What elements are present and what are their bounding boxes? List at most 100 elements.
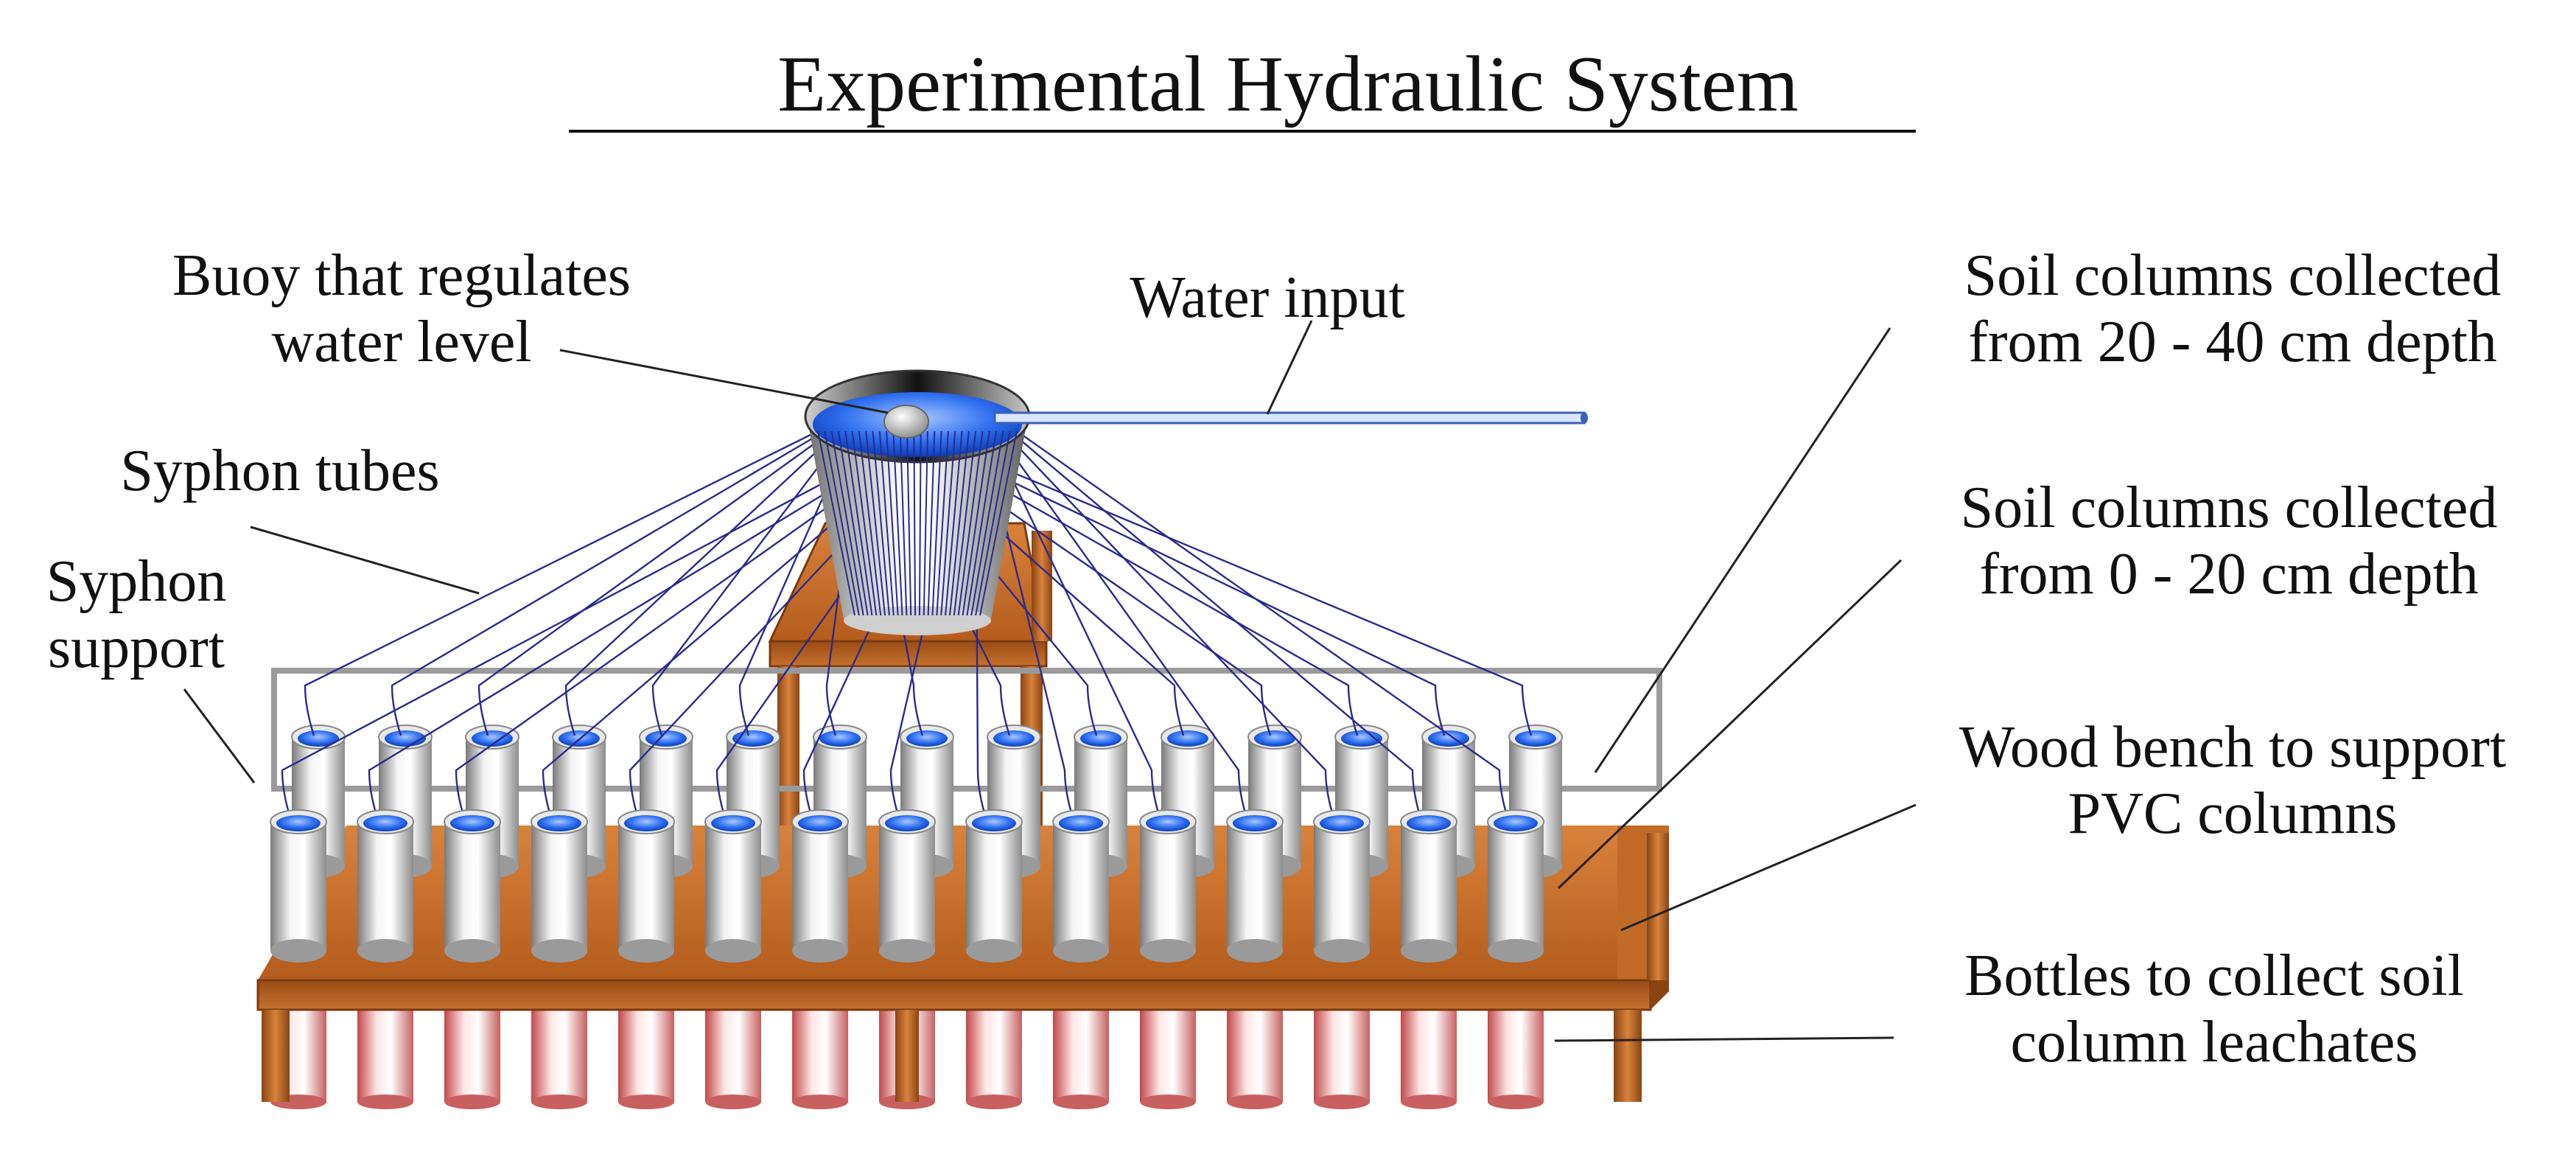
diagram-title: Experimental Hydraulic System: [777, 41, 1799, 128]
label-buoy-line1: Buoy that regulates: [172, 243, 631, 308]
syphon-tube: [477, 430, 833, 736]
syphon-tube-inner: [948, 430, 970, 616]
soil-column-shallow: [1400, 809, 1457, 963]
syphon-tube: [825, 430, 861, 736]
syphon-tubes-in-reservoir: [817, 430, 1018, 616]
syphon-tube: [886, 430, 1185, 736]
syphon-tube-inner: [966, 430, 998, 616]
syphon-tube: [913, 430, 1533, 736]
label-soil-deep-line2: from 20 - 40 cm depth: [1968, 310, 2497, 374]
syphon-tube-inner: [923, 430, 928, 616]
syphon-tube: [900, 430, 1359, 736]
soil-column-shallow: [1139, 809, 1197, 963]
label-syphon-support-line2: support: [48, 615, 225, 680]
syphon-tube-inner: [858, 430, 882, 616]
syphon-tube: [864, 430, 924, 736]
leader-syphon-tubes: [250, 526, 480, 595]
syphon-tube: [872, 430, 1011, 736]
label-soil-shallow-line2: from 0 - 20 cm depth: [1979, 542, 2479, 607]
syphon-tube: [564, 430, 839, 736]
leachate-bottle: [966, 999, 1022, 1109]
syphon-tube-inner: [979, 430, 1018, 616]
syphon-tube-inner: [945, 430, 963, 616]
label-buoy-line2: water level: [271, 310, 531, 374]
leachate-bottle: [618, 999, 674, 1109]
leachate-bottle: [792, 999, 848, 1109]
label-syphon-support-line1: Syphon: [46, 549, 227, 614]
leachate-bottle: [1488, 999, 1544, 1109]
syphon-tube-inner: [936, 430, 949, 616]
leader-syphon-support: [183, 688, 256, 783]
soil-column-shallow: [965, 809, 1023, 963]
syphon-tube-inner: [940, 430, 956, 616]
soil-column-shallow: [1313, 809, 1371, 963]
leachate-bottle: [1140, 999, 1196, 1109]
label-bench-line2: PVC columns: [2068, 781, 2398, 846]
soil-column-shallow: [878, 809, 936, 963]
syphon-tube-inner: [962, 430, 990, 616]
leachate-bottle: [1401, 999, 1457, 1109]
label-bench-line1: Wood bench to support: [1959, 715, 2506, 780]
syphon-tube-inner: [878, 430, 895, 616]
soil-columns-shallow-row: [270, 809, 1544, 963]
soil-column-shallow: [791, 809, 849, 963]
syphon-tube: [738, 430, 853, 736]
leachate-bottle: [531, 999, 587, 1109]
syphon-tube-inner: [886, 430, 899, 616]
leader-bottles: [1554, 1036, 1894, 1042]
soil-column-shallow: [617, 809, 675, 963]
leader-buoy: [559, 349, 889, 414]
syphon-support-frame: [271, 668, 1662, 792]
syphon-tube-inner: [837, 430, 869, 616]
leader-soil-deep: [1594, 327, 1891, 773]
syphon-tube-inner: [817, 430, 855, 616]
syphon-tube-inner: [970, 430, 1004, 616]
syphon-tube-inner: [927, 430, 936, 616]
syphon-tube-inner: [844, 430, 873, 616]
soil-column-shallow: [1487, 809, 1544, 963]
syphon-tube-inner: [865, 430, 886, 616]
label-water-input: Water input: [1130, 265, 1404, 330]
syphon-tube-inner: [975, 430, 1011, 616]
syphon-tube-inner: [899, 430, 908, 616]
label-soil-deep-line1: Soil columns collected: [1964, 243, 2502, 308]
leachate-bottle: [705, 999, 761, 1109]
syphon-tube: [304, 430, 819, 736]
syphon-tube-inner: [953, 430, 977, 616]
leachate-bottle: [444, 999, 500, 1109]
syphon-tube: [878, 430, 1098, 736]
syphon-tube-inner: [830, 430, 864, 616]
syphon-tube-inner: [918, 430, 922, 616]
soil-column-shallow: [270, 809, 327, 963]
water-input-pipe: [993, 411, 1588, 425]
syphon-tube-inner: [824, 430, 860, 616]
leachate-bottle: [357, 999, 413, 1109]
syphon-tube: [892, 430, 1272, 736]
syphon-tube-inner: [892, 430, 903, 616]
syphon-tube-inner: [931, 430, 942, 616]
leachate-bottle: [1314, 999, 1370, 1109]
label-soil-shallow-line1: Soil columns collected: [1961, 475, 2498, 540]
syphon-tube-inner: [872, 430, 890, 616]
soil-column-shallow: [1226, 809, 1284, 963]
leader-water-input: [1266, 320, 1313, 415]
soil-column-shallow: [1052, 809, 1110, 963]
soil-column-shallow: [444, 809, 501, 963]
soil-column-shallow: [357, 809, 414, 963]
leader-bench: [1620, 803, 1917, 932]
leachate-bottle: [1053, 999, 1109, 1109]
soil-column-shallow: [531, 809, 588, 963]
leader-lines: [183, 320, 1917, 1042]
syphon-tube-inner: [957, 430, 984, 616]
bottles-row: [270, 999, 1544, 1109]
syphon-tube: [391, 430, 825, 736]
label-syphon-tubes: Syphon tubes: [120, 439, 439, 503]
syphon-tube-inner: [906, 430, 912, 616]
leader-soil-shallow: [1557, 559, 1903, 890]
syphon-tube: [651, 430, 847, 736]
leachate-bottle: [1227, 999, 1283, 1109]
label-bottles-line2: column leachates: [2010, 1010, 2418, 1075]
buoy: [883, 405, 929, 439]
